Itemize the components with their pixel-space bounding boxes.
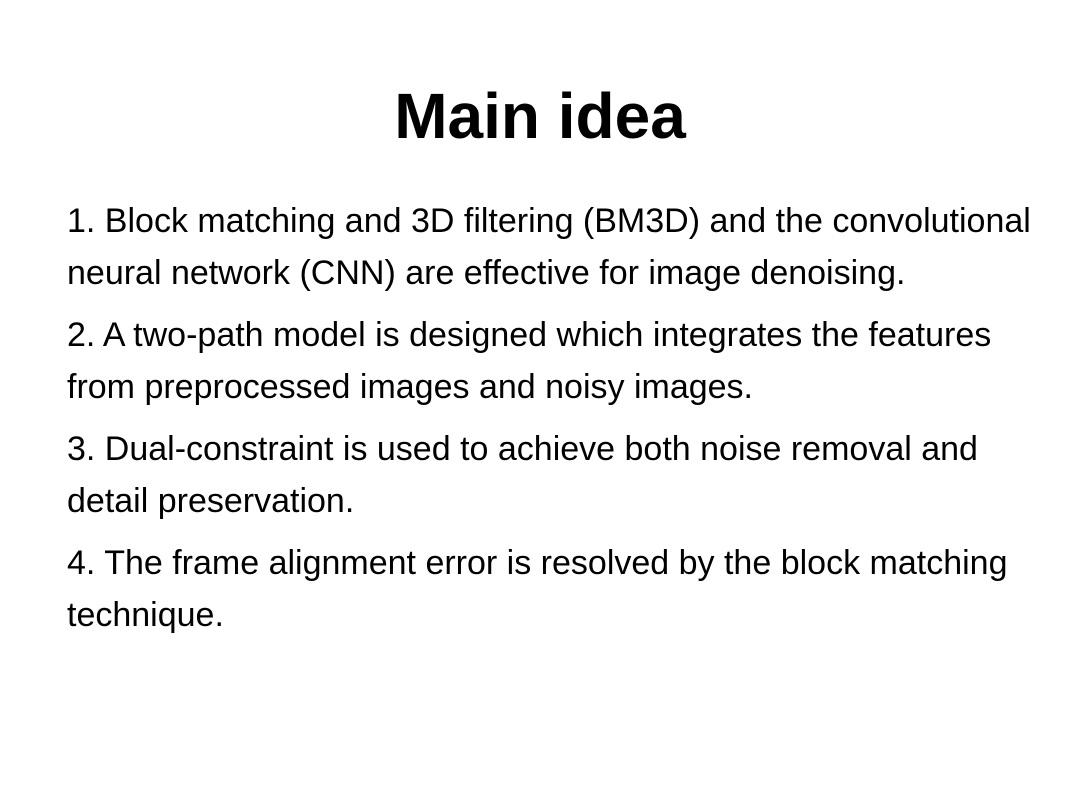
point-item-2: 2. A two-path model is designed which in… [67,316,992,406]
point-item-4: 4. The frame alignment error is resolved… [67,544,1008,634]
point-item-1: 1. Block matching and 3D filtering (BM3D… [67,202,1031,292]
slide-title: Main idea [394,80,686,152]
point-list: 1. Block matching and 3D filtering (BM3D… [67,195,1057,651]
point-item-3: 3. Dual-constraint is used to achieve bo… [67,430,978,520]
